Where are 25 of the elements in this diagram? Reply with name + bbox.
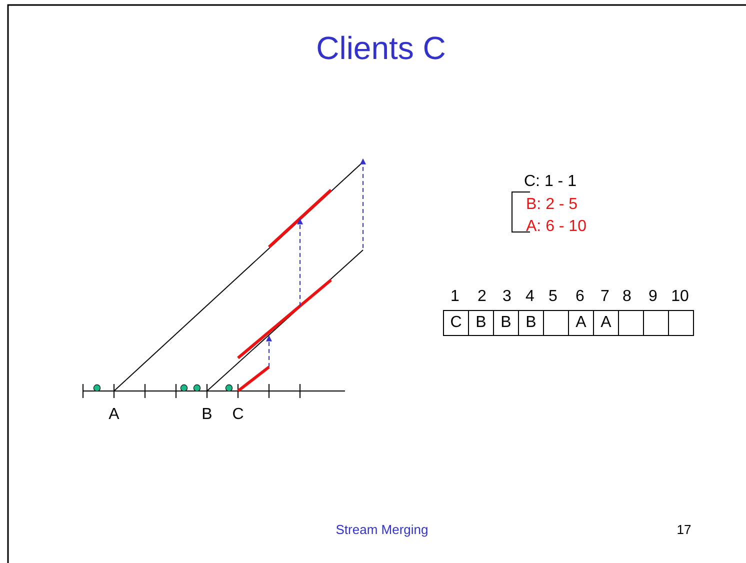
page-number: 17 [676,523,692,536]
axis-label: C [232,407,244,423]
range-note: C: 1 - 1 [524,174,576,190]
range-note: B: 2 - 5 [526,197,578,213]
column-number: 9 [648,289,658,305]
table-cell: B [468,310,494,336]
column-number: 1 [450,289,460,305]
slide-title: Clients C [316,32,446,64]
column-number: 4 [526,289,534,305]
column-number: 10 [671,289,689,305]
table-cell: B [518,310,544,336]
table-cell: A [593,310,619,336]
column-number: 7 [600,289,610,305]
table-cell: C [443,310,469,336]
axis-label: B [202,407,212,423]
column-number: 5 [548,289,558,305]
footer-text: Stream Merging [336,523,428,536]
column-number: 6 [576,289,584,305]
column-number: 2 [478,289,486,305]
range-note: A: 6 - 10 [526,219,586,235]
column-number: 3 [502,289,512,305]
table-cell: A [568,310,594,336]
table-cell: B [493,310,519,336]
axis-label: A [108,407,120,423]
column-number: 8 [622,289,632,305]
